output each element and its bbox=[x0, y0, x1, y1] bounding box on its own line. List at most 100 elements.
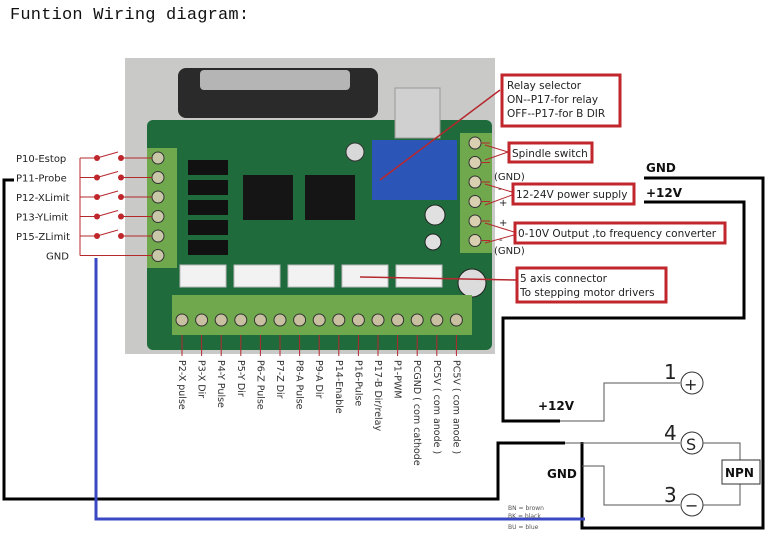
capacitor-3 bbox=[424, 233, 442, 251]
callout-relay-selector: Relay selector ON--P17-for relay OFF--P1… bbox=[379, 73, 622, 181]
color-legend: BN = brown BK = black BU = blue bbox=[508, 505, 544, 531]
bottom-screw bbox=[449, 313, 463, 327]
relay-selector-line-2: ON--P17-for relay bbox=[507, 94, 598, 106]
axis-connector-line-2: To stepping motor drivers bbox=[519, 287, 655, 299]
left-inputs: P10-EstopP11-ProbeP12-XLimitP13-YLimitP1… bbox=[16, 151, 152, 263]
left-input-0: P10-Estop bbox=[16, 151, 152, 165]
legend-blue: BU = blue bbox=[508, 524, 539, 531]
pin-minus-symbol: − bbox=[685, 496, 698, 515]
usb-port bbox=[394, 87, 441, 139]
wire-gnd-main bbox=[580, 176, 765, 530]
pin-plus-icon bbox=[680, 371, 704, 395]
bottom-pin-label: P17-B Dir/relay bbox=[372, 360, 383, 432]
mark-minus-out: - bbox=[499, 235, 503, 246]
bottom-pin-label: P9-A Dir bbox=[313, 360, 324, 398]
bottom-screw bbox=[410, 313, 424, 327]
bottom-screw bbox=[371, 313, 385, 327]
bottom-pin-label: P3-X Dir bbox=[196, 360, 207, 398]
legend-brown: BN = brown bbox=[508, 505, 544, 512]
left-terminal-block bbox=[147, 148, 177, 268]
output-0-10v-label: 0-10V Output ,to frequency converter bbox=[518, 228, 717, 240]
mark-plus-top: + bbox=[499, 198, 507, 209]
axis-headers bbox=[179, 264, 443, 288]
npn-label: NPN bbox=[725, 466, 754, 480]
left-input-label: GND bbox=[46, 252, 69, 263]
ic-chip-2 bbox=[305, 175, 355, 220]
bottom-pin-label: PC5V ( com anode ) bbox=[450, 360, 461, 454]
optocoupler-2 bbox=[188, 180, 228, 195]
pin-number-1: 1 bbox=[664, 360, 677, 384]
right-screw bbox=[468, 175, 482, 189]
sensor: 1 4 3 + S − NPN bbox=[560, 360, 761, 517]
left-screw bbox=[151, 190, 165, 204]
right-screw bbox=[468, 214, 482, 228]
power-supply-label: 12-24V power supply bbox=[516, 189, 627, 201]
bottom-screw bbox=[273, 313, 287, 327]
controller-board bbox=[125, 58, 495, 354]
v12-wire-label: +12V bbox=[646, 186, 683, 200]
gnd-sensor-label: GND bbox=[547, 467, 577, 481]
left-screw bbox=[151, 171, 165, 184]
left-input-label: P10-Estop bbox=[16, 154, 66, 165]
right-terminal-block bbox=[460, 133, 492, 253]
bottom-screw bbox=[351, 313, 365, 327]
relay-selector-line-1: Relay selector bbox=[507, 80, 582, 92]
left-screw bbox=[151, 229, 165, 243]
right-screw bbox=[468, 136, 482, 150]
mark-gnd-bottom: (GND) bbox=[494, 246, 525, 257]
bottom-pin-label: P4-Y Pulse bbox=[215, 360, 226, 408]
mark-minus-top: - bbox=[498, 184, 502, 195]
axis-header-3 bbox=[341, 264, 389, 288]
bottom-pin-labels: P2-X pulse P3-X Dir P4-Y Pulse P5-Y Dir P6-Z… bbox=[176, 335, 461, 466]
left-screw bbox=[151, 210, 165, 223]
callout-spindle-switch: Spindle switch bbox=[484, 141, 594, 164]
spindle-switch-label: Spindle switch bbox=[512, 148, 588, 160]
relay-selector-line-3: OFF--P17-for B DIR bbox=[507, 108, 605, 120]
axis-header-0 bbox=[179, 264, 227, 288]
axis-header-1 bbox=[233, 264, 281, 288]
optocoupler-5 bbox=[188, 240, 228, 255]
diagram-title: Funtion Wiring diagram: bbox=[10, 6, 250, 25]
capacitor-1 bbox=[345, 142, 365, 162]
bottom-screw bbox=[253, 313, 267, 327]
optocoupler-3 bbox=[188, 200, 228, 215]
bottom-pin-label: P16-Pulse bbox=[352, 360, 363, 406]
v12-sensor-label: +12V bbox=[538, 399, 575, 413]
bottom-screw bbox=[312, 313, 326, 327]
gnd-wire-label: GND bbox=[646, 161, 676, 175]
bottom-pin-label: PCGND ( com cathode bbox=[411, 360, 422, 466]
bottom-pin-label: P8-A Pulse bbox=[294, 360, 305, 410]
bottom-screw bbox=[430, 313, 444, 327]
capacitor-2 bbox=[424, 204, 446, 226]
pin-plus-symbol: + bbox=[684, 375, 697, 394]
left-screw bbox=[151, 151, 165, 165]
bottom-pin-label: P6-Z Pulse bbox=[254, 360, 265, 410]
bottom-pin-label: P2-X pulse bbox=[176, 360, 187, 410]
bottom-screw bbox=[214, 313, 228, 327]
legend-black: BK = black bbox=[508, 513, 541, 520]
axis-header-4 bbox=[395, 264, 443, 288]
bottom-screw bbox=[195, 313, 209, 327]
bottom-pin-label: P7-Z Dir bbox=[274, 360, 285, 399]
optocoupler-1 bbox=[188, 160, 228, 175]
capacitor-4 bbox=[457, 268, 487, 298]
bottom-pin-label: P5-Y Dir bbox=[235, 360, 246, 397]
left-input-label: P13-YLimit bbox=[16, 213, 68, 224]
left-input-label: P12-XLimit bbox=[16, 193, 70, 204]
relay bbox=[372, 140, 457, 200]
db25-shell bbox=[200, 70, 350, 90]
bottom-pin-label: PC5V ( com anode ) bbox=[431, 360, 442, 454]
left-input-label: P15-ZLimit bbox=[16, 232, 70, 243]
pin-number-3: 3 bbox=[664, 483, 677, 507]
pin-number-4: 4 bbox=[664, 421, 677, 445]
mark-gnd-top: (GND) bbox=[494, 172, 525, 183]
callout-output-0-10v: 0-10V Output ,to frequency converter bbox=[484, 221, 727, 245]
wire-probe-loop bbox=[2, 178, 565, 501]
npn-box bbox=[721, 459, 761, 485]
mark-plus-out: + bbox=[499, 218, 507, 229]
bottom-screw bbox=[234, 313, 248, 327]
pin-signal-symbol: S bbox=[686, 435, 696, 454]
optocoupler-4 bbox=[188, 220, 228, 235]
right-screw bbox=[468, 234, 482, 247]
callout-power-supply: 12-24V power supply bbox=[484, 182, 636, 206]
